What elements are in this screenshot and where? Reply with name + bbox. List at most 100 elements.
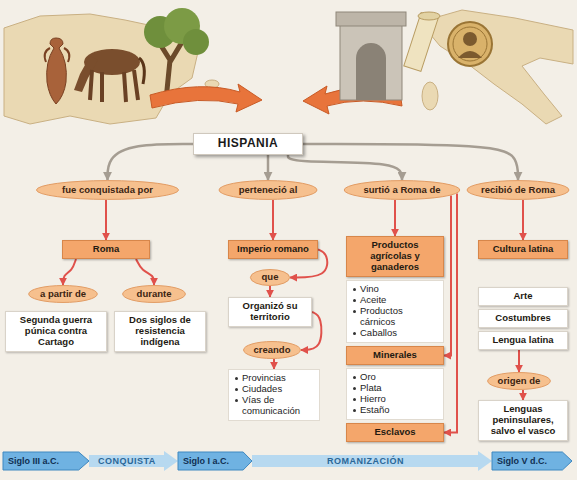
connector-arrow <box>105 200 107 240</box>
edge-label: CONQUISTA <box>96 455 158 467</box>
box-text: Productos agrícolas y ganaderos <box>352 240 438 273</box>
linking-phrase: a partir de <box>28 285 98 303</box>
bullet <box>235 388 238 391</box>
horse-legs <box>90 70 138 102</box>
connector-arrow <box>136 259 154 285</box>
connector-arrow <box>269 286 271 297</box>
connector-arrow <box>63 259 76 285</box>
connector-arrow <box>89 455 164 467</box>
list-text: Ciudades <box>242 384 315 395</box>
bullet <box>353 409 356 412</box>
box-text: Minerales <box>373 350 417 361</box>
coin-rim <box>453 27 487 61</box>
connector-arrow <box>272 200 274 240</box>
list-text: Oro <box>360 372 439 383</box>
connector-arrow <box>273 359 275 369</box>
bullet <box>353 288 356 291</box>
pentagon-outline <box>178 452 252 470</box>
connector-arrow <box>394 200 396 236</box>
italy-map <box>420 10 573 124</box>
concept-box: Lenguas peninsulares, salvo el vasco <box>478 400 568 441</box>
horse-tail <box>139 58 144 84</box>
box-text: Imperio romano <box>237 244 309 255</box>
box-text: Roma <box>93 244 119 255</box>
bullet <box>353 332 356 335</box>
bullet <box>353 299 356 302</box>
concept-box: Dos siglos de resistencia indígena <box>114 311 206 352</box>
connector-arrow <box>522 390 524 400</box>
concept-box: Arte <box>478 287 568 306</box>
list-box: OroPlataHierroEstaño <box>346 368 444 420</box>
roman-arch <box>340 18 402 100</box>
list-item: Vías de comunicación <box>233 395 315 417</box>
connector-arrow <box>444 196 451 356</box>
linking-phrase: surtió a Roma de <box>343 180 461 200</box>
box-text: Segunda guerra púnica contra Cartago <box>11 315 101 348</box>
box-text: Costumbres <box>495 313 550 324</box>
list-text: Plata <box>360 383 439 394</box>
tree-leaves <box>183 29 209 55</box>
box-text: origen de <box>498 376 541 387</box>
concept-box: Esclavos <box>346 423 444 442</box>
list-text: Vino <box>360 284 439 295</box>
edge-label: ROMANIZACIÓN <box>325 455 406 467</box>
roman-arch-opening <box>356 43 386 100</box>
box-text: Siglo V d.C. <box>497 456 547 466</box>
list-item: Oro <box>351 372 439 383</box>
linking-phrase: recibió de Roma <box>466 180 570 200</box>
connector-arrow <box>444 194 457 433</box>
date-marker: Siglo III a.C. <box>3 452 89 470</box>
bullet <box>235 377 238 380</box>
oval-outline <box>344 181 460 200</box>
connector-arrow <box>518 350 520 372</box>
concept-box: Roma <box>62 240 150 259</box>
concept-box: Productos agrícolas y ganaderos <box>346 236 444 277</box>
concept-box: Organizó su territorio <box>228 297 312 327</box>
date-marker: Siglo I a.C. <box>178 452 252 470</box>
list-item: Provincias <box>233 373 315 384</box>
list-item: Caballos <box>351 328 439 339</box>
coin-head <box>463 32 477 46</box>
oval-outline <box>488 373 551 390</box>
list-item: Ciudades <box>233 384 315 395</box>
orange-arrow <box>150 84 262 112</box>
bullet <box>353 376 356 379</box>
oval-outline <box>219 181 317 200</box>
linking-phrase: creando <box>243 341 301 359</box>
amphora-handle <box>45 48 70 62</box>
bullet <box>235 399 238 402</box>
oval-outline <box>244 342 301 359</box>
bullet <box>353 398 356 401</box>
box-text: recibió de Roma <box>481 185 555 196</box>
box-text: Lenguas peninsulares, salvo el vasco <box>484 404 562 437</box>
box-text: HISPANIA <box>218 137 278 151</box>
linking-phrase: perteneció al <box>218 180 318 200</box>
list-item: Plata <box>351 383 439 394</box>
concept-box: Cultura latina <box>478 240 568 259</box>
oval-outline <box>29 286 98 303</box>
date-marker: Siglo V d.C. <box>492 452 572 470</box>
list-text: Provincias <box>242 373 315 384</box>
list-text: Hierro <box>360 394 439 405</box>
box-text: Arte <box>513 291 532 302</box>
pentagon-outline <box>3 452 89 470</box>
linking-phrase: fue conquistada por <box>35 180 180 200</box>
concept-box: Minerales <box>346 346 444 365</box>
list-item: Hierro <box>351 394 439 405</box>
box-text: que <box>262 272 279 283</box>
list-item: Estaño <box>351 405 439 416</box>
box-text: Dos siglos de resistencia indígena <box>120 315 200 348</box>
concept-box: Segunda guerra púnica contra Cartago <box>5 311 107 352</box>
list-item: Aceite <box>351 295 439 306</box>
roman-arch-attic <box>336 12 406 26</box>
horse-head <box>74 56 98 92</box>
list-text: Vías de comunicación <box>242 395 315 417</box>
coin-bust <box>458 51 482 58</box>
linking-phrase: durante <box>122 285 186 303</box>
connector-arrow <box>288 155 402 180</box>
box-text: Esclavos <box>374 427 415 438</box>
box-text: durante <box>137 289 172 300</box>
box-text: perteneció al <box>239 185 298 196</box>
coin <box>448 22 492 66</box>
scroll <box>404 13 438 72</box>
